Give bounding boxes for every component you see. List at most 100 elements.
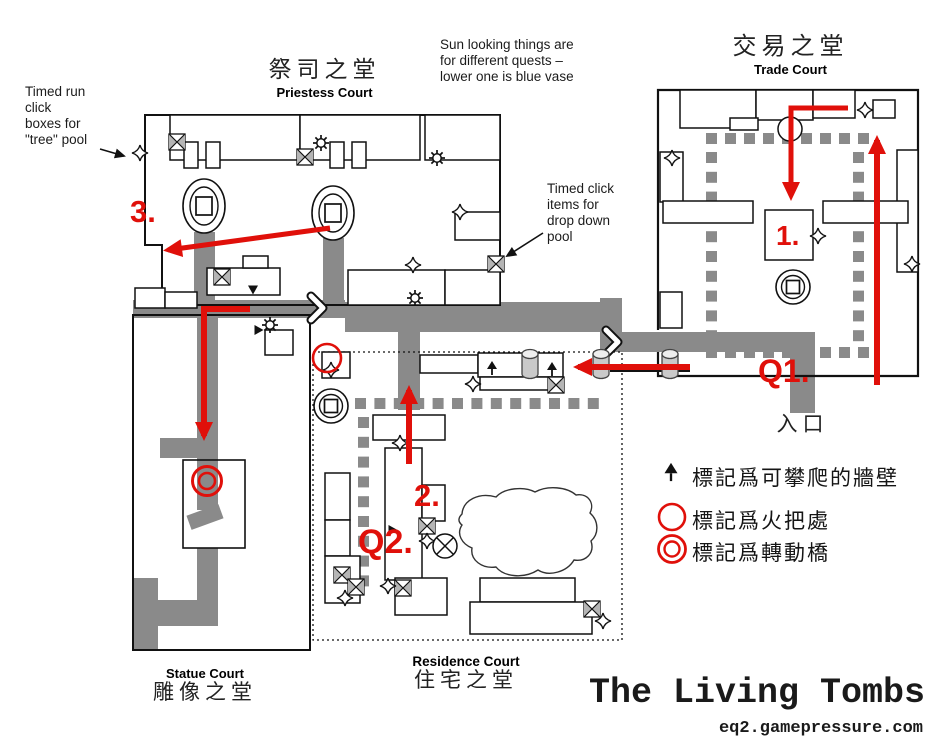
pillar-dash: [858, 347, 869, 358]
statue-route-arrow: [195, 306, 250, 441]
pillar-dash: [853, 152, 864, 163]
pillar-dash: [853, 171, 864, 183]
priestess-court-title-zh: 祭司之堂: [268, 56, 381, 82]
pillar-dash: [529, 398, 541, 409]
quest-star-icon: [856, 101, 874, 119]
map-title: The Living Tombs: [588, 673, 925, 713]
pillar-dash: [358, 476, 369, 488]
pillar-dash: [393, 398, 405, 409]
statue-room: [182, 459, 246, 549]
residence-court-outline: [312, 351, 623, 641]
route-label-1: 1.: [776, 220, 800, 251]
pillar-dash: [853, 270, 864, 282]
click-box-icon: [547, 376, 565, 394]
pillar-dash: [358, 535, 369, 547]
pillar-dash: [413, 398, 425, 409]
route-label-q1: Q1.: [758, 353, 810, 389]
pillar-dash: [490, 398, 502, 409]
torch-circle-icon: [657, 502, 687, 532]
drop-pool-arrow: [505, 232, 544, 258]
pillar-dash: [510, 398, 522, 409]
legend-icons: [657, 461, 687, 564]
trade-court-title-zh: 交易之堂: [732, 33, 849, 60]
click-box-icon: [487, 255, 505, 273]
pillar-dash: [706, 133, 717, 144]
pillar-dash: [853, 330, 864, 342]
pillar-dash: [452, 398, 463, 409]
pillar-dash: [706, 270, 717, 282]
rotating-bridge-red-icon: [191, 465, 223, 497]
pillar-dash: [358, 496, 369, 508]
rotating-bridge-icon: [775, 269, 811, 305]
pillar-dash: [801, 133, 812, 144]
circle-x-icon: [432, 533, 458, 559]
pillar-dash: [706, 171, 717, 183]
pillar-dash: [763, 347, 774, 358]
click-box-icon: [213, 268, 231, 286]
cylinder-icon: [521, 348, 539, 380]
tree-pool-note: Timed run click boxes for "tree" pool: [25, 84, 88, 147]
pillar-dash: [858, 133, 869, 144]
legend-bridge-text: 標記爲轉動橋: [692, 542, 830, 565]
pillar-dash: [706, 251, 717, 262]
click-box-icon: [168, 133, 186, 151]
pillar-dash: [782, 347, 793, 358]
pillar-dash: [853, 251, 864, 262]
pillar-dash: [744, 133, 755, 144]
statue-court-outline: [132, 314, 311, 651]
route-layer: [163, 105, 886, 497]
pillar-dash: [374, 398, 386, 409]
route-1-arrow: [782, 105, 848, 201]
residence-court-title-en: Residence Court: [412, 654, 520, 669]
pillar-dash: [820, 347, 831, 358]
sun-things-note: Sun looking things are for different que…: [440, 37, 574, 84]
quest-star-icon: [464, 375, 482, 393]
tree-pool-arrow: [99, 148, 126, 159]
statue-block: [186, 504, 224, 530]
residence-court-title-zh: 住宅之堂: [414, 669, 518, 692]
statue-court-title-en: Statue Court: [166, 666, 244, 681]
click-box-icon: [394, 579, 412, 597]
annotation-arrows: [99, 148, 544, 258]
pillar-dash: [725, 133, 736, 144]
pillar-dash: [839, 133, 850, 144]
pillar-dash: [725, 347, 736, 358]
pillar-dash: [853, 290, 864, 302]
pillar-dash: [358, 456, 369, 468]
pillar-dash: [853, 310, 864, 322]
pillar-dash: [358, 436, 369, 448]
pillar-dash: [471, 398, 483, 409]
pillar-dash: [358, 417, 369, 428]
pillar-dash: [839, 347, 850, 358]
pillar-dash: [706, 191, 717, 203]
pillar-dash: [744, 347, 755, 358]
pillar-dash: [706, 152, 717, 163]
click-box-icon: [418, 517, 436, 535]
click-box-icon: [583, 600, 601, 618]
pillar-dash: [568, 398, 580, 409]
torch-circle-icon: [311, 342, 343, 374]
pillar-dash: [587, 398, 599, 409]
pillar-dash: [358, 555, 369, 567]
pillar-dash: [432, 398, 444, 409]
click-box-icon: [347, 578, 365, 596]
pillar-dash: [706, 231, 717, 243]
walls-and-rooms: [132, 88, 920, 651]
legend-torch-text: 標記爲火把處: [692, 510, 830, 533]
climb-arrow-icon: [663, 461, 679, 483]
right-arrow-icon: [254, 325, 264, 335]
route-label-3: 3.: [130, 194, 156, 229]
bridge-circle-icon: [657, 534, 687, 564]
route-3-arrow: [163, 225, 331, 258]
pillar-dash: [801, 347, 812, 358]
entrance-label: 入口: [776, 413, 829, 436]
rotating-bridge-icon: [313, 388, 349, 424]
pillar-dash: [763, 133, 774, 144]
pillar-dash: [853, 191, 864, 203]
click-box-icon: [296, 148, 314, 166]
pillar-dash: [706, 330, 717, 342]
pillar-dash: [706, 310, 717, 322]
pillar-dash: [853, 231, 864, 243]
